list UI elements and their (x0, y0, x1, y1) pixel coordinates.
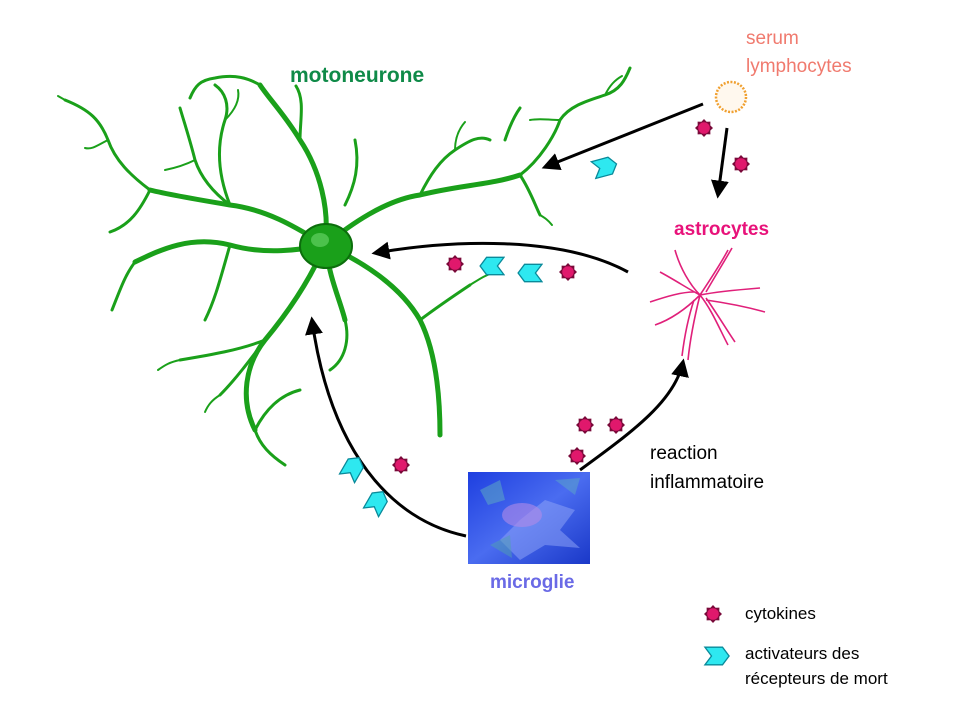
cytokine-icon (559, 263, 577, 281)
legend: cytokines activateurs des récepteurs de … (704, 604, 888, 688)
cytokine-icon (607, 416, 625, 434)
lymphocyte-cell (714, 80, 748, 114)
arrows (305, 102, 729, 538)
lymphocytes-label: lymphocytes (746, 56, 852, 77)
arrow-lymphocyte-to-astrocyte (710, 127, 729, 199)
microglia-cell (468, 472, 590, 564)
legend-activators-line1: activateurs des (745, 644, 859, 663)
cytokine-icon (576, 416, 594, 434)
arrow-microglia-to-neuron (305, 316, 467, 538)
cytokines (392, 119, 750, 474)
motoneurone-label: motoneurone (290, 64, 424, 87)
arrow-lymphocyte-to-neuron (541, 102, 704, 171)
cytokine-icon (695, 119, 713, 137)
legend-cytokines-label: cytokines (745, 604, 816, 623)
cytokine-legend-icon (704, 605, 722, 623)
astrocyte-cell (649, 247, 766, 361)
serum-label: serum (746, 28, 799, 49)
activator-icon (517, 263, 543, 283)
cytokine-icon (732, 155, 750, 173)
astrocytes-label: astrocytes (674, 219, 769, 240)
cytokine-icon (568, 447, 586, 465)
arrow-astrocyte-to-neuron (371, 241, 629, 274)
activator-icon (479, 256, 505, 276)
activator-legend-icon (704, 646, 730, 666)
motoneurone-cell (57, 66, 632, 467)
activator-icon (338, 452, 368, 484)
cytokine-icon (392, 456, 410, 474)
reaction-label: reaction (650, 443, 718, 464)
legend-activators-line2: récepteurs de mort (745, 669, 888, 688)
inflammatoire-label: inflammatoire (650, 472, 764, 493)
activator-icon (590, 154, 620, 180)
cytokine-icon (446, 255, 464, 273)
arrow-microglia-to-astrocyte (579, 358, 689, 472)
microglie-label: microglie (490, 572, 574, 593)
